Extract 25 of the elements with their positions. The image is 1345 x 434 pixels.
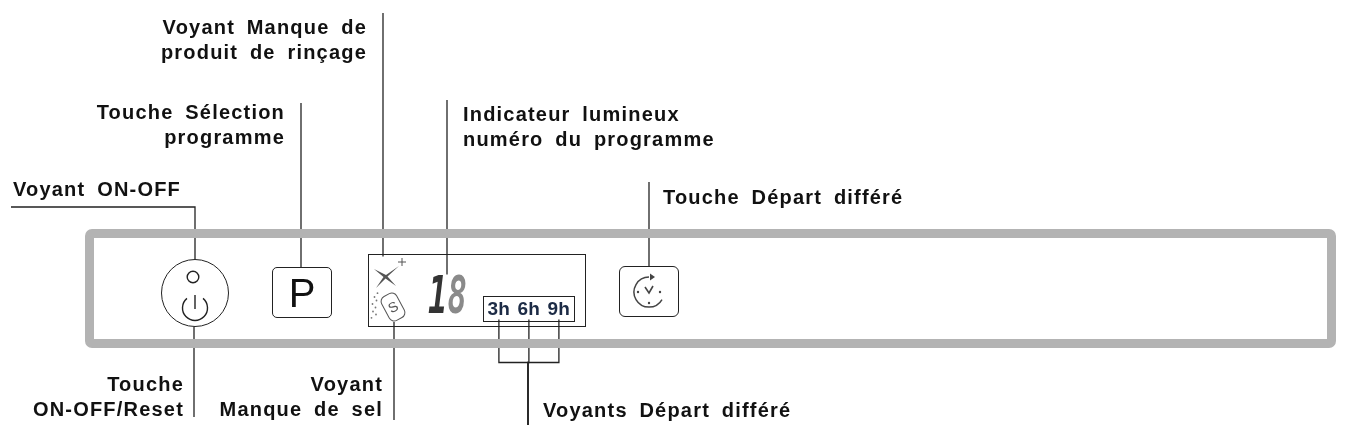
callout-label: Voyants Départ différé — [543, 398, 792, 423]
callout-label: Voyant Manque de produit de rinçage — [160, 15, 367, 65]
callout-label: Indicateur lumineux numéro du programme — [463, 102, 715, 152]
leader-line — [300, 102, 302, 268]
leader-line — [382, 12, 384, 258]
digit-display: 18 — [427, 274, 467, 315]
hour-label: 9h — [547, 297, 571, 320]
leader-line — [193, 326, 195, 418]
leader-line — [10, 206, 196, 260]
callout-label: Touche Départ différé — [663, 185, 904, 210]
hour-label: 3h — [487, 297, 511, 320]
control-panel — [85, 229, 1336, 348]
leader-line — [446, 99, 448, 276]
timer-button — [619, 266, 679, 317]
program-button: P — [272, 267, 332, 318]
hour-label: 6h — [517, 297, 541, 320]
callout-label: Voyant ON-OFF — [13, 177, 181, 202]
display-window — [368, 254, 586, 327]
leader-line — [648, 181, 650, 267]
callout-label: Voyant Manque de sel — [219, 372, 383, 422]
leader-line — [393, 321, 395, 421]
delay-frame — [482, 295, 575, 322]
callout-label: Touche Sélection programme — [96, 100, 285, 150]
leader-line — [527, 318, 560, 426]
callout-label: Touche ON-OFF/Reset — [32, 372, 184, 422]
